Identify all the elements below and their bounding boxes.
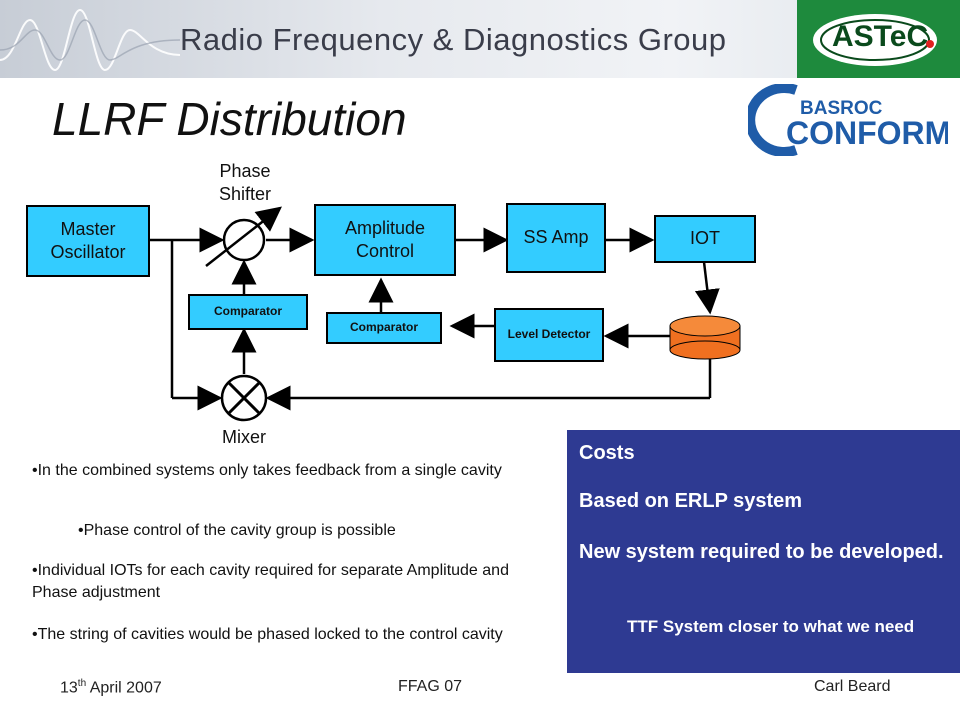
iot-box: IOT: [654, 215, 756, 263]
astec-logo: [797, 0, 960, 78]
amplitude-control-box: Amplitude Control: [314, 204, 456, 276]
ss-amp-box: SS Amp: [506, 203, 606, 273]
phase-shifter-symbol: [222, 218, 266, 262]
bullet-4: •The string of cavities would be phased …: [32, 626, 503, 643]
costs-line-1: Based on ERLP system: [579, 490, 803, 512]
costs-line-2: New system required to be developed.: [579, 541, 944, 563]
master-oscillator-box: Master Oscillator: [26, 205, 150, 277]
costs-heading: Costs: [579, 442, 635, 464]
bullet-1: •In the combined systems only takes feed…: [32, 462, 502, 479]
wave-graphic: [0, 8, 180, 72]
level-detector-box: Level Detector: [494, 308, 604, 362]
bullet-2: •Phase control of the cavity group is po…: [78, 522, 396, 539]
mixer-label: Mixer: [222, 427, 266, 447]
comparator-left-box: Comparator: [188, 294, 308, 330]
banner-title: Radio Frequency & Diagnostics Group: [180, 22, 727, 57]
costs-panel: Costs Based on ERLP system New system re…: [567, 430, 960, 673]
phase-shifter-label: Phase Shifter: [218, 161, 272, 205]
footer-event: FFAG 07: [398, 678, 463, 695]
comparator-right-box: Comparator: [326, 312, 442, 344]
slide-title: LLRF Distribution: [52, 93, 407, 145]
footer-date: 13th April 2007: [60, 678, 162, 697]
svg-text:CONFORM: CONFORM: [786, 115, 948, 151]
basroc-conform-logo: BASROC CONFORM: [748, 84, 948, 156]
costs-line-3: TTF System closer to what we need: [627, 617, 915, 636]
svg-text:BASROC: BASROC: [800, 98, 883, 119]
cavity-cylinder: [669, 315, 741, 360]
logo-dot: [926, 40, 934, 48]
footer-author: Carl Beard: [814, 678, 891, 695]
bullet-3: •Individual IOTs for each cavity require…: [32, 562, 509, 602]
astec-logo-text: ASTeC: [832, 20, 929, 53]
